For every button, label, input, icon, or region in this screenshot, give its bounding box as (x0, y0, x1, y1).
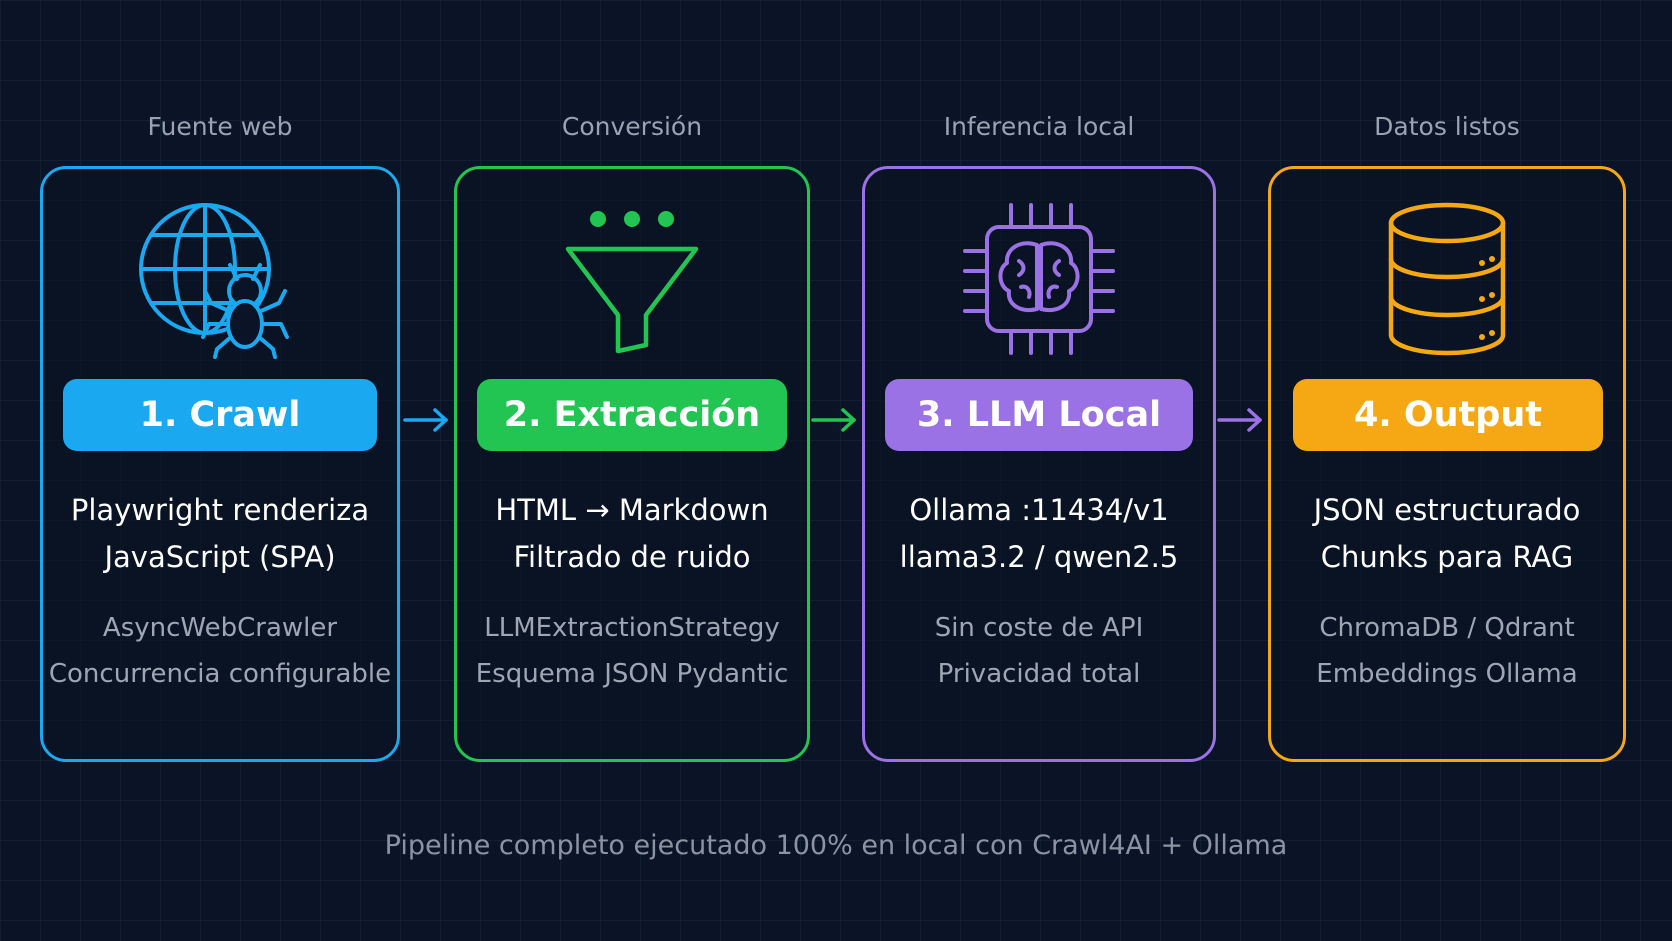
output-sub-line-1: ChromaDB / Qdrant (1319, 613, 1575, 643)
arrow-llm-to-output (1217, 408, 1262, 432)
llm-main-line-2: llama3.2 / qwen2.5 (899, 540, 1179, 574)
crawl-sub-line-1: AsyncWebCrawler (102, 613, 338, 643)
output-sub-line-2: Embeddings Ollama (1316, 659, 1578, 689)
stage-title-crawl: 1. Crawl (63, 379, 377, 451)
database-icon (1388, 202, 1506, 356)
stage-card-output: 4. Output JSON estructurado Chunks para … (1268, 166, 1626, 762)
globe-spider-icon (139, 203, 289, 359)
output-main-line-2: Chunks para RAG (1320, 540, 1574, 574)
llm-sub-line-1: Sin coste de API (934, 613, 1144, 643)
pipeline-footer-caption: Pipeline completo ejecutado 100% en loca… (384, 830, 1288, 861)
stage-label-output: Datos listos (1374, 112, 1520, 141)
crawl-sub-line-2: Concurrencia configurable (48, 659, 392, 689)
stage-label-extraction: Conversión (561, 112, 703, 141)
extraction-main-line-1: HTML → Markdown (495, 493, 769, 527)
stage-card-llm: 3. LLM Local Ollama :11434/v1 llama3.2 /… (862, 166, 1216, 762)
crawl-main-line-1: Playwright renderiza (70, 493, 370, 527)
stage-title-output: 4. Output (1293, 379, 1603, 451)
stage-card-extraction: 2. Extracción HTML → Markdown Filtrado d… (454, 166, 810, 762)
arrow-crawl-to-extraction (403, 408, 448, 432)
stage-label-crawl: Fuente web (147, 112, 293, 141)
stage-title-extraction: 2. Extracción (477, 379, 787, 451)
llm-sub-line-2: Privacidad total (937, 659, 1141, 689)
output-main-line-1: JSON estructurado (1313, 493, 1581, 527)
stage-title-llm: 3. LLM Local (885, 379, 1193, 451)
stage-card-crawl: 1. Crawl Playwright renderiza JavaScript… (40, 166, 400, 762)
crawl-main-line-2: JavaScript (SPA) (104, 540, 336, 574)
extraction-main-line-2: Filtrado de ruido (513, 540, 751, 574)
llm-main-line-1: Ollama :11434/v1 (909, 493, 1169, 527)
extraction-sub-line-1: LLMExtractionStrategy (484, 613, 780, 643)
extraction-sub-line-2: Esquema JSON Pydantic (475, 659, 789, 689)
funnel-icon (565, 211, 699, 354)
arrow-extraction-to-llm (811, 408, 856, 432)
stage-label-llm: Inferencia local (943, 112, 1135, 141)
brain-chip-icon (963, 203, 1115, 355)
